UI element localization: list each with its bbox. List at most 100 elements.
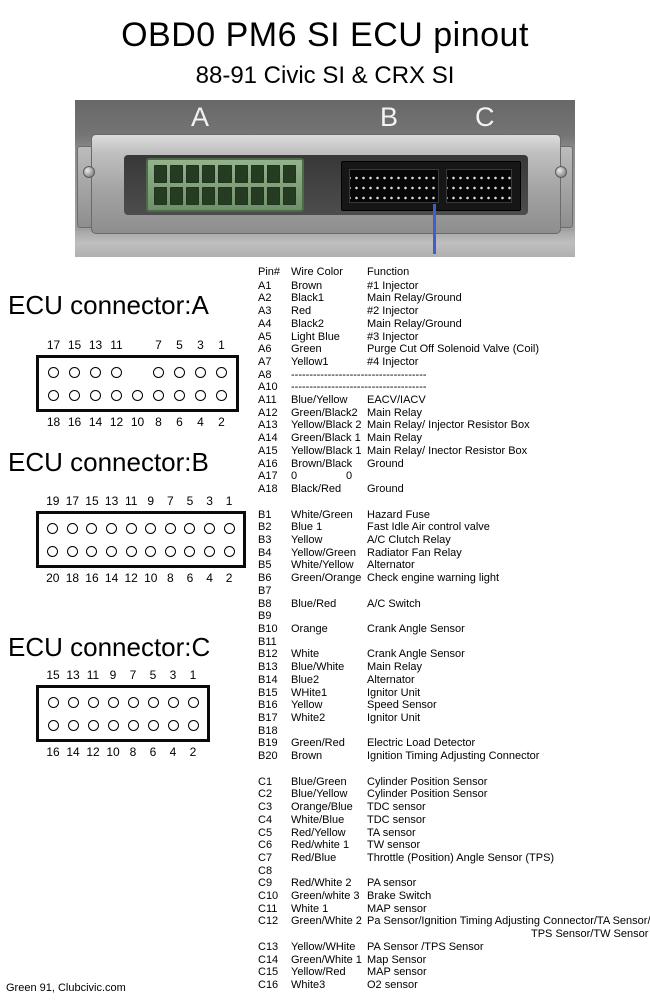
pin-id: C10 bbox=[258, 890, 279, 903]
pin-function: PA sensor bbox=[367, 877, 417, 890]
pin-hole bbox=[167, 696, 179, 708]
header-wire-color: Wire Color bbox=[291, 266, 343, 278]
pin-hole-cell bbox=[43, 545, 63, 557]
pin-hole-cell bbox=[85, 366, 106, 378]
pin-hole bbox=[223, 522, 235, 534]
pin-hole bbox=[216, 366, 227, 378]
connector-a-heading: ECU connector:A bbox=[8, 290, 209, 320]
pin-hole-cell bbox=[143, 696, 163, 708]
pin-function: Main Relay/Ground bbox=[367, 292, 462, 305]
pin-id: B15 bbox=[258, 686, 278, 699]
pin-number: 14 bbox=[66, 745, 80, 759]
pin-hole-cell bbox=[190, 366, 211, 378]
pin-number: 4 bbox=[197, 415, 204, 429]
wire-color: Black1 bbox=[291, 292, 325, 305]
pin-number: 20 bbox=[46, 571, 60, 585]
pin-hole-cell bbox=[106, 366, 127, 378]
pin-hole bbox=[127, 696, 139, 708]
pin-number: 1 bbox=[189, 668, 197, 682]
pin-hole-cell bbox=[103, 719, 123, 731]
pin-hole bbox=[195, 366, 206, 378]
pin-function: O2 sensor bbox=[367, 978, 418, 991]
pin-id: B2 bbox=[258, 521, 272, 534]
wire-color: Brown bbox=[291, 750, 323, 763]
pin-id: B19 bbox=[258, 737, 278, 750]
pin-hole-cell bbox=[127, 366, 148, 378]
pin-number: 11 bbox=[124, 494, 138, 508]
pin-row: B18 bbox=[258, 725, 650, 738]
pin-function: Ignitor Unit bbox=[367, 711, 421, 724]
pin-id: B18 bbox=[258, 724, 278, 737]
pin-id: B20 bbox=[258, 750, 278, 763]
wire-color: Blue/Yellow bbox=[291, 394, 348, 407]
wire-color: White2 bbox=[291, 711, 326, 724]
pin-number: 6 bbox=[176, 415, 183, 429]
pin-function: Speed Sensor bbox=[367, 699, 437, 712]
pin-hole bbox=[164, 522, 176, 534]
page-subtitle: 88-91 Civic SI & CRX SI bbox=[195, 62, 455, 89]
wire-color: Yellow bbox=[291, 699, 323, 712]
wire-color: Yellow1 bbox=[291, 355, 329, 368]
wire-color: Yellow/Green bbox=[291, 546, 357, 559]
pin-id: C6 bbox=[258, 839, 273, 852]
pin-hole bbox=[90, 389, 101, 401]
pin-number: 10 bbox=[130, 415, 145, 429]
wire-color: 0 0 bbox=[291, 470, 353, 483]
pin-hole bbox=[87, 719, 99, 731]
pin-hole-cell bbox=[82, 522, 102, 534]
pin-function: MAP sensor bbox=[367, 966, 427, 979]
wire-color: White3 bbox=[291, 978, 326, 991]
pin-hole-cell bbox=[148, 366, 169, 378]
pin-hole bbox=[66, 545, 78, 557]
pin-hole bbox=[147, 719, 159, 731]
pin-id: A8 bbox=[258, 368, 272, 381]
pin-hole bbox=[90, 366, 101, 378]
pin-hole bbox=[164, 545, 176, 557]
pin-hole-cell bbox=[43, 366, 64, 378]
pin-function: Brake Switch bbox=[367, 890, 432, 903]
pin-id: C13 bbox=[258, 940, 279, 953]
wire-color: Blue2 bbox=[291, 673, 320, 686]
pin-id: A17 bbox=[258, 470, 278, 483]
pin-function bbox=[367, 470, 650, 483]
pin-hole bbox=[216, 389, 227, 401]
blue-wire-mark bbox=[433, 204, 436, 254]
pin-function: #1 Injector bbox=[367, 279, 419, 292]
pin-number: 3 bbox=[169, 668, 177, 682]
pin-id: C3 bbox=[258, 801, 273, 814]
pin-id: B16 bbox=[258, 699, 278, 712]
pin-number: 14 bbox=[104, 571, 119, 585]
pin-hole-cell bbox=[143, 719, 163, 731]
pin-function: Main Relay bbox=[367, 432, 423, 445]
wire-color: Red/Yellow bbox=[291, 826, 346, 839]
pin-number: 9 bbox=[147, 494, 155, 508]
pin-hole-cell bbox=[169, 366, 190, 378]
pin-id: C2 bbox=[258, 788, 273, 801]
pin-number: 5 bbox=[176, 338, 183, 352]
wire-color: WHite1 bbox=[291, 686, 328, 699]
pin-number: 14 bbox=[88, 415, 103, 429]
pin-function: Map Sensor bbox=[367, 953, 427, 966]
pin-number: 3 bbox=[206, 494, 213, 508]
wire-color: Green/Black 1 bbox=[291, 432, 361, 445]
wire-color: Green/Orange bbox=[291, 572, 362, 585]
connector-outline bbox=[36, 511, 246, 568]
pin-hole bbox=[47, 696, 59, 708]
pin-function: Alternator bbox=[367, 559, 415, 572]
pin-hole-cell bbox=[190, 389, 211, 401]
pin-hole bbox=[107, 696, 119, 708]
pin-hole-cell bbox=[64, 366, 85, 378]
pin-id: B3 bbox=[258, 534, 272, 547]
pin-number: 6 bbox=[186, 571, 194, 585]
pin-number: 1 bbox=[225, 494, 233, 508]
pin-function bbox=[367, 381, 650, 394]
